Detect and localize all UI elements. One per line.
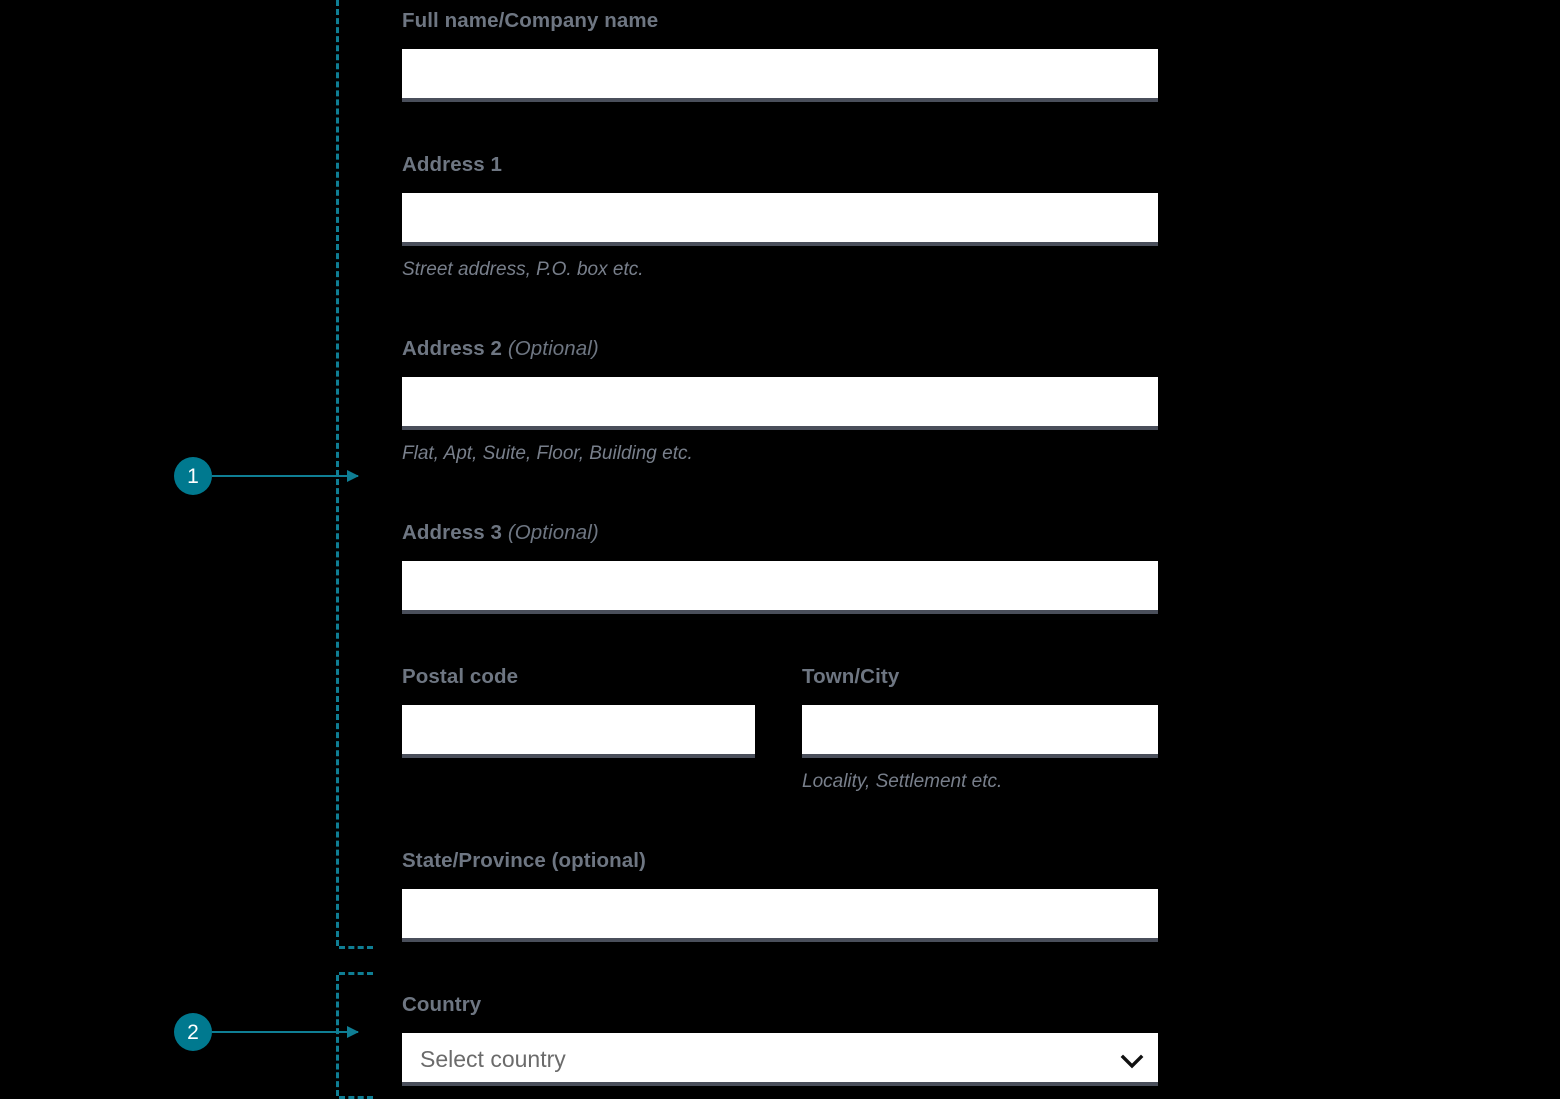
field-address-1: Address 1 Street address, P.O. box etc. [402, 153, 1158, 280]
callout-marker-2: 2 [174, 1013, 359, 1051]
label-country: Country [402, 993, 482, 1016]
input-address-2[interactable] [402, 376, 1158, 430]
label-address-3-optional: (Optional) [507, 521, 599, 544]
field-country: Country Select country [402, 993, 1158, 1086]
field-postal-code: Postal code [402, 665, 755, 758]
field-address-3: Address 3 (Optional) [402, 521, 1158, 614]
hint-town-city: Locality, Settlement etc. [802, 770, 1003, 792]
field-full-name: Full name/Company name [402, 9, 1158, 102]
label-address-2-optional: (Optional) [507, 337, 599, 360]
label-state-province: State/Province (optional) [402, 849, 646, 872]
field-address-2: Address 2 (Optional) Flat, Apt, Suite, F… [402, 337, 1158, 464]
label-address-3-text: Address 3 [402, 521, 503, 544]
callout-arrow-2 [212, 1026, 359, 1038]
label-full-name: Full name/Company name [402, 9, 659, 32]
input-state-province[interactable] [402, 888, 1158, 942]
label-address-1: Address 1 [402, 153, 503, 176]
annotation-region-1 [336, 0, 376, 949]
chevron-down-icon [1118, 1047, 1146, 1075]
label-address-2-text: Address 2 [402, 337, 503, 360]
input-town-city[interactable] [802, 704, 1158, 758]
hint-address-1: Street address, P.O. box etc. [402, 258, 644, 280]
input-full-name[interactable] [402, 48, 1158, 102]
label-town-city: Town/City [802, 665, 900, 688]
callout-badge-1: 1 [174, 457, 212, 495]
label-postal-code: Postal code [402, 665, 519, 688]
label-address-3: Address 3 (Optional) [402, 521, 1158, 545]
field-state-province: State/Province (optional) [402, 849, 1158, 942]
input-address-1[interactable] [402, 192, 1158, 246]
input-address-3[interactable] [402, 560, 1158, 614]
select-country-placeholder: Select country [420, 1045, 566, 1072]
region-2-top-stub [339, 972, 373, 975]
callout-badge-2: 2 [174, 1013, 212, 1051]
label-address-2: Address 2 (Optional) [402, 337, 1158, 361]
callout-arrow-1 [212, 470, 359, 482]
region-1-bottom-stub [339, 946, 373, 949]
callout-marker-1: 1 [174, 457, 359, 495]
field-town-city: Town/City Locality, Settlement etc. [802, 665, 1158, 792]
select-country[interactable]: Select country [402, 1032, 1158, 1086]
hint-address-2: Flat, Apt, Suite, Floor, Building etc. [402, 442, 693, 464]
input-postal-code[interactable] [402, 704, 755, 758]
